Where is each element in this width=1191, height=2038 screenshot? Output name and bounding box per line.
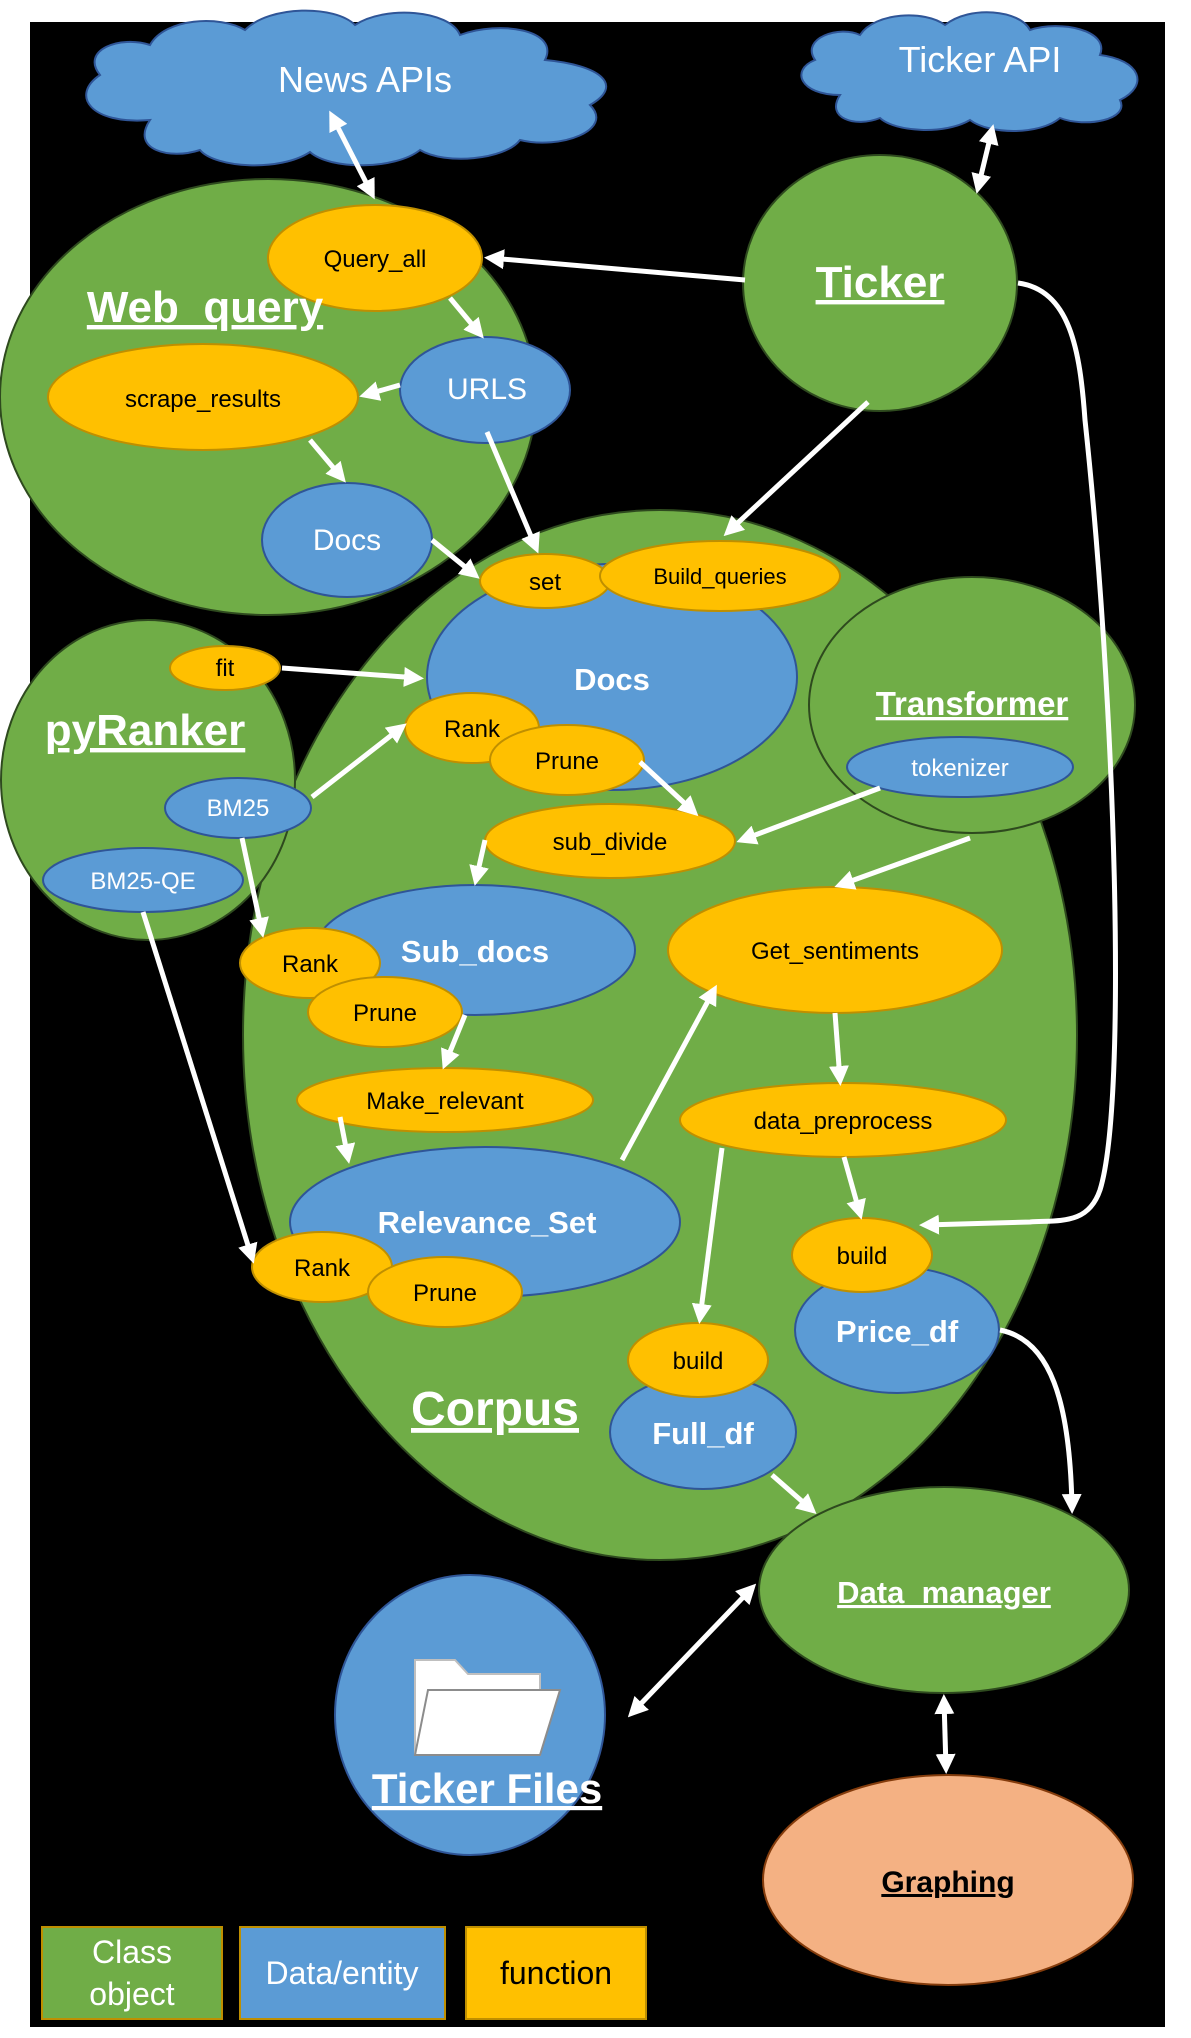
data-manager-class bbox=[758, 1486, 1130, 1694]
transformer-label: Transformer bbox=[876, 685, 1069, 722]
arrow-ticker-query bbox=[484, 249, 746, 283]
docs-web-label: Docs bbox=[313, 524, 381, 557]
arrow-preprocess-buildprice bbox=[841, 1156, 866, 1220]
arrow-query-urls bbox=[448, 296, 484, 339]
arrow-transformer-sentiments bbox=[834, 835, 971, 890]
arrow-preprocess-buildfull bbox=[691, 1147, 725, 1324]
urls-entity bbox=[399, 336, 571, 444]
arrow-fulldf-datamanager bbox=[770, 1473, 817, 1514]
full-df-label: Full_df bbox=[652, 1416, 754, 1451]
arrow-tickerfiles-datamanager bbox=[627, 1583, 757, 1718]
web-query-label: Web_query bbox=[87, 283, 324, 332]
arrows bbox=[140, 110, 1118, 1774]
ticker-files-node: Ticker Files bbox=[334, 1574, 606, 1856]
sub-docs-label: Sub_docs bbox=[401, 934, 549, 969]
urls-label: URLS bbox=[447, 373, 527, 406]
query-all-label: Query_all bbox=[324, 246, 427, 273]
legend-class-line1: Class bbox=[92, 1934, 172, 1970]
arrow-ticker-buildprice bbox=[919, 280, 1118, 1235]
arrow-datamanager-graphing bbox=[934, 1694, 956, 1774]
relevance-set-label: Relevance_Set bbox=[378, 1205, 597, 1240]
arrow-docs-set bbox=[430, 538, 480, 579]
ticker-api-label: Ticker API bbox=[899, 39, 1062, 80]
arrow-bm25-ranksub bbox=[239, 837, 269, 938]
bm25-qe-label: BM25-QE bbox=[90, 868, 195, 895]
arrow-relset-sentiments bbox=[619, 984, 717, 1162]
data-preprocess-label: data_preprocess bbox=[754, 1108, 933, 1135]
build-queries-label: Build_queries bbox=[653, 564, 786, 589]
rank-rel-label: Rank bbox=[294, 1255, 351, 1282]
arrow-urls-set bbox=[484, 431, 540, 554]
arrow-scrape-docs bbox=[308, 438, 346, 483]
make-relevant-label: Make_relevant bbox=[366, 1088, 524, 1115]
build-price-label: build bbox=[837, 1243, 888, 1270]
rank-sub-function bbox=[239, 927, 381, 999]
price-df-label: Price_df bbox=[836, 1314, 959, 1349]
tokenizer-label: tokenizer bbox=[911, 755, 1008, 782]
bm25-entity bbox=[164, 777, 312, 839]
set-label: set bbox=[529, 569, 561, 596]
prune-sub-label: Prune bbox=[353, 1000, 417, 1027]
prune-docs-label: Prune bbox=[535, 748, 599, 775]
legend-function-label: function bbox=[500, 1955, 612, 1991]
ticker-class bbox=[742, 154, 1018, 412]
legend-class-line2: object bbox=[89, 1976, 175, 2012]
scrape-results-label: scrape_results bbox=[125, 386, 281, 413]
legend-function-swatch bbox=[465, 1926, 647, 2020]
arrow-news-query bbox=[329, 110, 375, 200]
arrow-pricedf-datamanager bbox=[999, 1327, 1082, 1514]
fit-function bbox=[169, 645, 281, 691]
bm25-label: BM25 bbox=[207, 795, 270, 822]
rank-sub-label: Rank bbox=[282, 951, 339, 978]
pyranker-label: pyRanker bbox=[45, 706, 246, 755]
arrow-prune-subdivide bbox=[638, 760, 699, 817]
arrow-makerelevant-relset bbox=[335, 1116, 356, 1164]
news-apis-cloud: News APIs bbox=[85, 9, 608, 167]
docs-corpus-label: Docs bbox=[574, 662, 650, 697]
arrow-tokenizer-subdivide bbox=[736, 785, 881, 845]
graphing-node bbox=[762, 1774, 1134, 1986]
tokenizer-entity bbox=[846, 736, 1074, 798]
news-apis-label: News APIs bbox=[278, 59, 452, 100]
arrow-subdivide-subdocs bbox=[469, 839, 489, 886]
get-sentiments-label: Get_sentiments bbox=[751, 938, 919, 965]
prune-docs-function bbox=[489, 724, 645, 796]
legend-data-swatch bbox=[239, 1926, 446, 2020]
data-manager-label: Data_manager bbox=[837, 1575, 1051, 1610]
prune-sub-function bbox=[307, 976, 463, 1048]
sub-divide-label: sub_divide bbox=[553, 829, 668, 856]
folder-icon bbox=[413, 1659, 562, 1756]
build-full-label: build bbox=[673, 1348, 724, 1375]
ticker-label: Ticker bbox=[816, 258, 945, 307]
build-queries-function bbox=[599, 540, 841, 612]
corpus-label: Corpus bbox=[411, 1383, 579, 1436]
arrow-fit-docs bbox=[281, 665, 424, 687]
arrow-prunesub-makerelevant bbox=[441, 1014, 468, 1070]
legend: Class object Data/entity function bbox=[41, 1926, 647, 2020]
fit-label: fit bbox=[216, 655, 235, 682]
graphing-label: Graphing bbox=[881, 1866, 1014, 1899]
arrow-ticker-buildqueries bbox=[723, 400, 870, 537]
prune-rel-function bbox=[367, 1256, 523, 1328]
arrow-tickerapi-ticker bbox=[971, 124, 999, 194]
arrow-bm25qe-rankrel bbox=[140, 911, 258, 1264]
rank-docs-label: Rank bbox=[444, 716, 501, 743]
legend-data-label: Data/entity bbox=[266, 1955, 419, 1991]
ticker-files-label: Ticker Files bbox=[372, 1765, 602, 1812]
legend-class-swatch bbox=[41, 1926, 223, 2020]
scrape-results-function bbox=[47, 343, 359, 451]
ticker-api-cloud: Ticker API bbox=[800, 11, 1139, 132]
arrow-bm25-rank bbox=[310, 723, 407, 799]
prune-rel-label: Prune bbox=[413, 1280, 477, 1307]
arrow-sentiments-preprocess bbox=[828, 1012, 849, 1086]
query-all-function bbox=[267, 204, 483, 312]
arrow-urls-scrape bbox=[359, 381, 401, 401]
